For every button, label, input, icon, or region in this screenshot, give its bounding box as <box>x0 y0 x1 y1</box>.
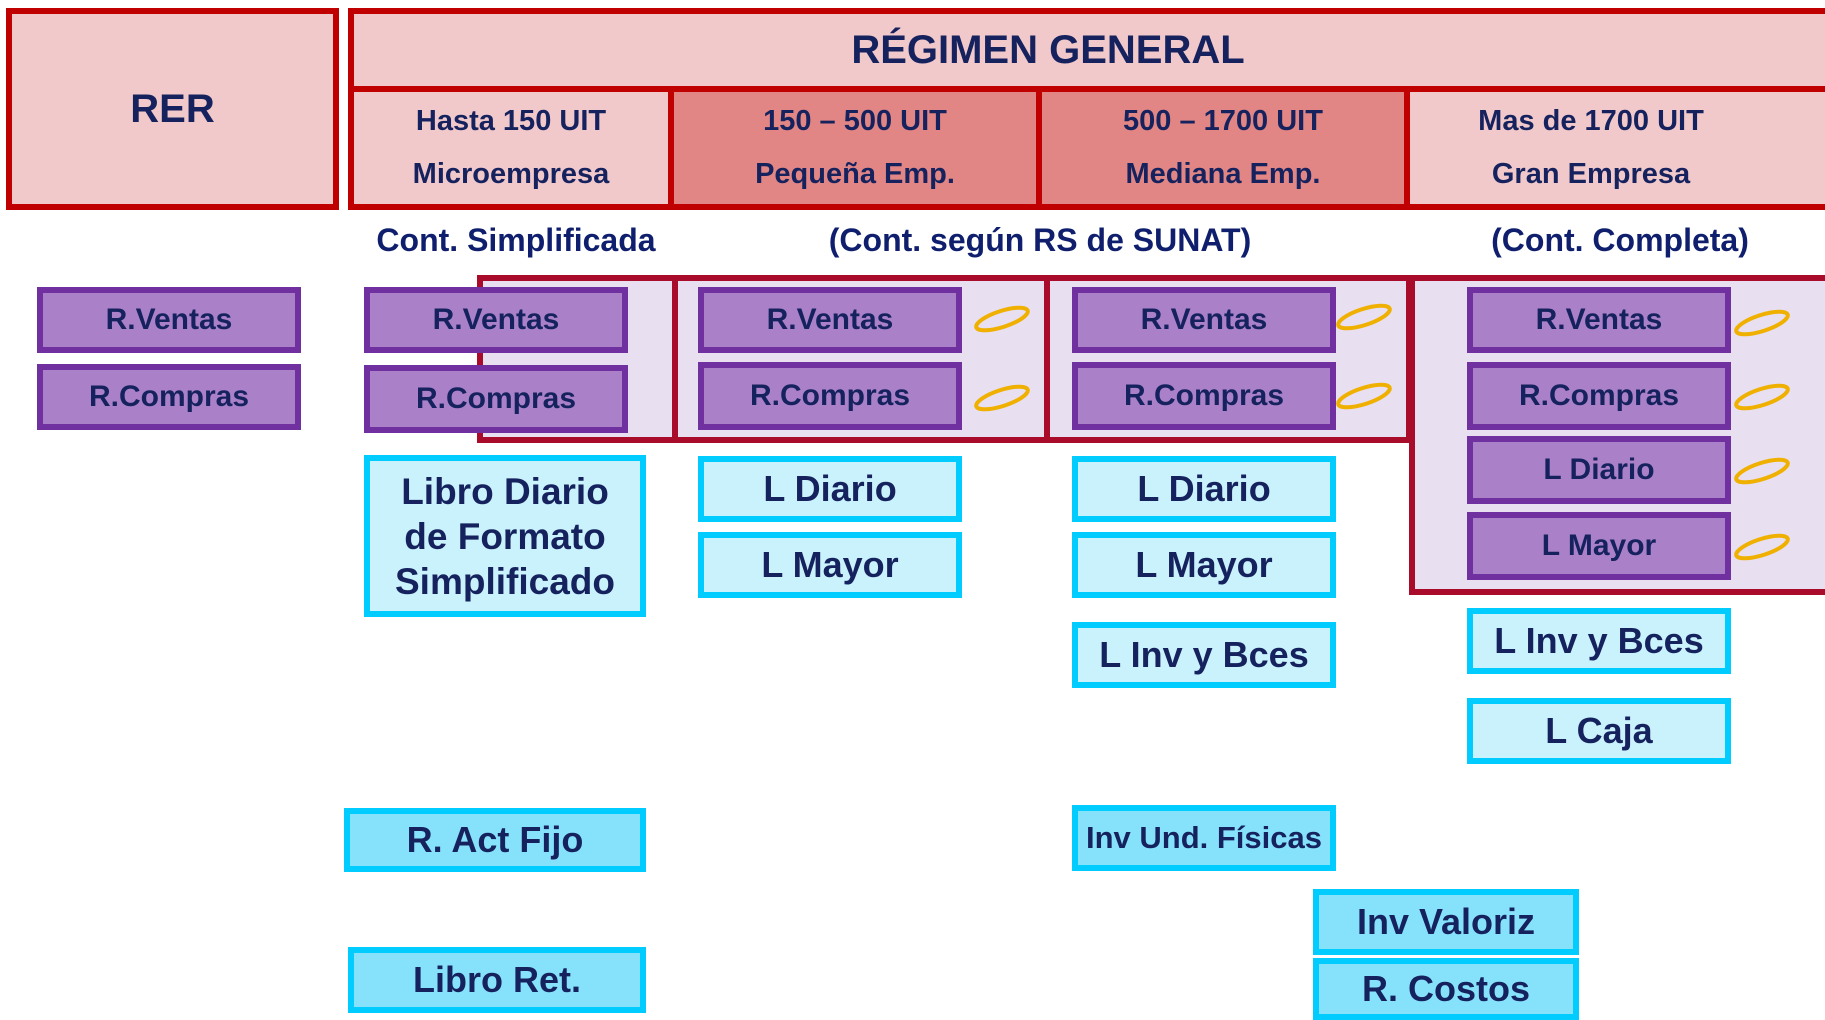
column-size: Gran Empresa <box>1491 158 1691 190</box>
pequena-registro-ventas: R.Ventas <box>698 287 962 353</box>
mediana-libro-diario: L Diario <box>1072 456 1336 522</box>
regimen-general-header: RÉGIMEN GENERAL <box>348 8 1825 92</box>
micro-registro-ventas: R.Ventas <box>364 287 628 353</box>
libro-diario-formato-simplificado: Libro Diario de Formato Simplificado <box>364 455 646 617</box>
pequena-libro-diario: L Diario <box>698 456 962 522</box>
caption-simplificada: Cont. Simplificada <box>376 222 656 258</box>
internet-explorer-icon <box>1732 520 1794 572</box>
gran-libro-mayor-electronico: L Mayor <box>1467 512 1731 580</box>
gran-registro-ventas: R.Ventas <box>1467 287 1731 353</box>
caption-completa: (Cont. Completa) <box>1491 222 1749 258</box>
column-header-mediana: 500 – 1700 UIT Mediana Emp. <box>1036 86 1410 210</box>
internet-explorer-icon <box>1732 296 1794 348</box>
rer-registro-compras: R.Compras <box>37 364 301 430</box>
mediana-registro-compras: R.Compras <box>1072 362 1336 430</box>
rer-title: RER <box>130 86 215 131</box>
regimen-general-title: RÉGIMEN GENERAL <box>851 27 1245 72</box>
column-size: Microempresa <box>412 158 610 190</box>
mediana-libro-inventarios-balances: L Inv y Bces <box>1072 622 1336 688</box>
internet-explorer-icon <box>972 371 1034 423</box>
internet-explorer-icon <box>972 292 1034 344</box>
internet-explorer-icon <box>1732 370 1794 422</box>
registro-costos: R. Costos <box>1313 958 1579 1020</box>
micro-registro-compras: R.Compras <box>364 365 628 433</box>
mediana-libro-mayor: L Mayor <box>1072 532 1336 598</box>
gran-registro-compras: R.Compras <box>1467 362 1731 430</box>
pequena-registro-compras: R.Compras <box>698 362 962 430</box>
mediana-registro-ventas: R.Ventas <box>1072 287 1336 353</box>
internet-explorer-icon <box>1732 444 1794 496</box>
column-range: 150 – 500 UIT <box>763 105 947 137</box>
gran-libro-inventarios-balances: L Inv y Bces <box>1467 608 1731 674</box>
registro-activo-fijo: R. Act Fijo <box>344 808 646 872</box>
inventario-unidades-fisicas: Inv Und. Físicas <box>1072 805 1336 871</box>
column-header-pequena: 150 – 500 UIT Pequeña Emp. <box>668 86 1042 210</box>
rer-registro-ventas: R.Ventas <box>37 287 301 353</box>
column-header-microempresa: Hasta 150 UIT Microempresa <box>348 86 674 210</box>
column-range: Hasta 150 UIT <box>415 105 607 137</box>
libro-retenciones: Libro Ret. <box>348 947 646 1013</box>
column-size: Pequeña Emp. <box>755 158 955 190</box>
gran-libro-diario-electronico: L Diario <box>1467 436 1731 504</box>
internet-explorer-icon <box>1334 290 1396 342</box>
column-size: Mediana Emp. <box>1125 158 1321 190</box>
gran-libro-caja: L Caja <box>1467 698 1731 764</box>
column-range: Mas de 1700 UIT <box>1478 105 1704 137</box>
column-header-gran-empresa: Mas de 1700 UIT Gran Empresa <box>1404 86 1825 210</box>
internet-explorer-icon <box>1334 369 1396 421</box>
pequena-libro-mayor: L Mayor <box>698 532 962 598</box>
column-range: 500 – 1700 UIT <box>1123 105 1323 137</box>
caption-sunat: (Cont. según RS de SUNAT) <box>828 222 1252 258</box>
rer-header: RER <box>6 8 339 210</box>
inventario-valorizado: Inv Valoriz <box>1313 889 1579 955</box>
